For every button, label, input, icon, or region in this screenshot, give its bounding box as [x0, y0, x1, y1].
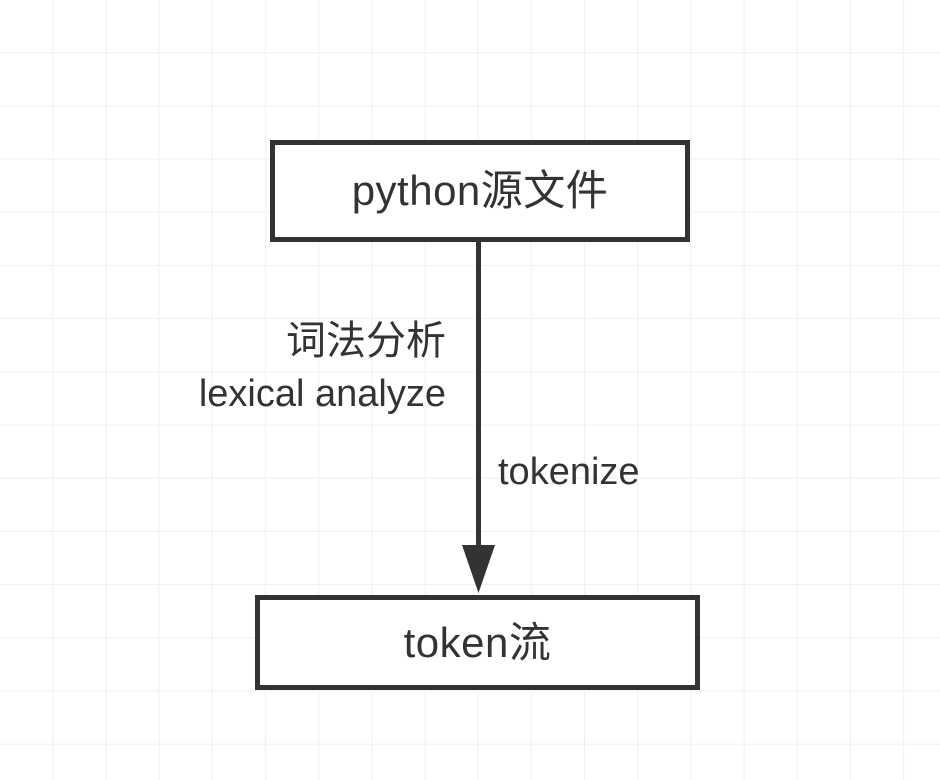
- node-label-token-stream: token流: [403, 618, 552, 666]
- arrowhead-icon: [462, 545, 495, 593]
- edge-label-line-chinese: 词法分析: [286, 319, 446, 363]
- edge-label-tokenize: tokenize: [498, 451, 640, 493]
- node-label-python-source-file: python源文件: [351, 167, 609, 214]
- node-python-source-file[interactable]: python源文件: [270, 140, 690, 242]
- edge-label-lexical-analyze: 词法分析 lexical analyze: [199, 320, 462, 415]
- edge-label-line-english: lexical analyze: [198, 373, 446, 416]
- node-token-stream[interactable]: token流: [255, 595, 700, 690]
